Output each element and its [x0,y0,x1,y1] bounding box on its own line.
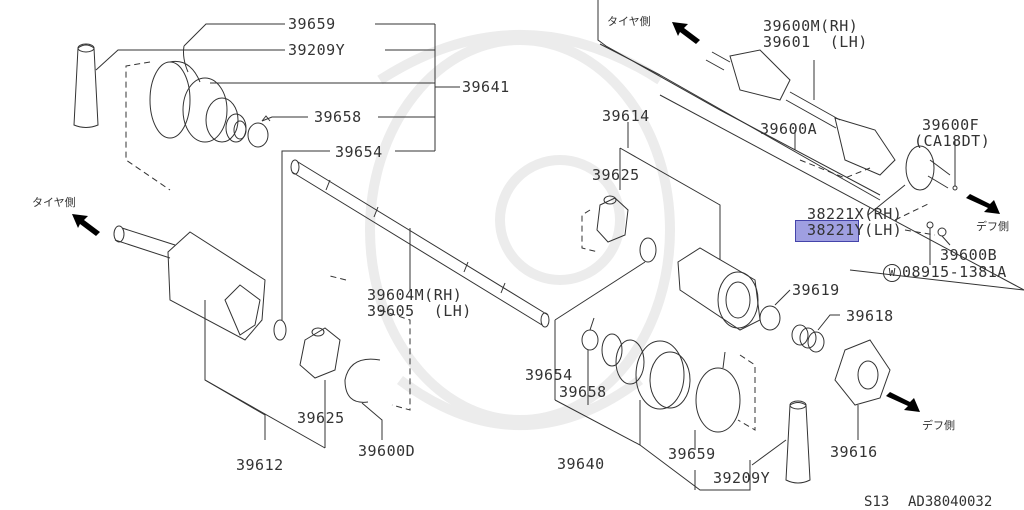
part-label-39612[interactable]: 39612 [236,456,284,474]
part-label-39604M[interactable]: 39604M(RH) [367,286,463,304]
part-label-39618[interactable]: 39618 [846,307,894,325]
part-label-39600F[interactable]: 39600F [922,116,980,134]
part-label-08915-1381A[interactable]: 08915-1381A [902,263,1007,281]
washer-w-circle-icon: W [883,264,901,282]
part-label-39600B[interactable]: 39600B [940,246,998,264]
part-label-39640[interactable]: 39640 [557,455,605,473]
part-label-39641[interactable]: 39641 [462,78,510,96]
arrow-diff-side-bottom [886,392,920,412]
diff-side-label-top: デフ側 [976,220,1009,233]
model-code: S13 [864,494,890,510]
tire-side-label-left: タイヤ側 [32,196,76,209]
part-label-38221Y[interactable]: 38221Y(LH) [807,221,903,239]
arrow-diff-side-top [966,194,1000,214]
part-label-39654-bottom[interactable]: 39654 [525,366,573,384]
part-label-39658-bottom[interactable]: 39658 [559,383,607,401]
part-label-39654-top[interactable]: 39654 [335,143,383,161]
part-label-39209Y-bottom[interactable]: 39209Y [713,469,771,487]
part-label-39616[interactable]: 39616 [830,443,878,461]
part-label-39659-bottom[interactable]: 39659 [668,445,716,463]
part-label-38221X[interactable]: 38221X(RH) [807,205,903,223]
part-label-39605[interactable]: 39605 (LH) [367,302,472,320]
part-label-CA18DT: (CA18DT) [914,132,991,150]
arrow-tire-side-left [72,214,100,236]
part-label-39600D[interactable]: 39600D [358,442,416,460]
highlight-box [795,220,859,242]
part-label-39625-right[interactable]: 39625 [592,166,640,184]
part-label-39600M[interactable]: 39600M(RH) [763,17,859,35]
part-label-39625-left[interactable]: 39625 [297,409,345,427]
part-label-39209Y-top[interactable]: 39209Y [288,41,346,59]
diff-side-label-bottom: デフ側 [922,419,955,432]
part-label-39619[interactable]: 39619 [792,281,840,299]
part-label-39659-top[interactable]: 39659 [288,15,336,33]
arrow-tire-side-top [672,22,700,44]
diagram-id: AD38040032 [908,494,993,510]
part-label-39614[interactable]: 39614 [602,107,650,125]
watermark-emblem [370,35,670,425]
part-label-39601[interactable]: 39601 (LH) [763,33,868,51]
part-label-39600A[interactable]: 39600A [760,120,818,138]
direction-arrows [72,22,1000,412]
tire-side-label-top: タイヤ側 [607,15,651,28]
part-label-39658-top[interactable]: 39658 [314,108,362,126]
